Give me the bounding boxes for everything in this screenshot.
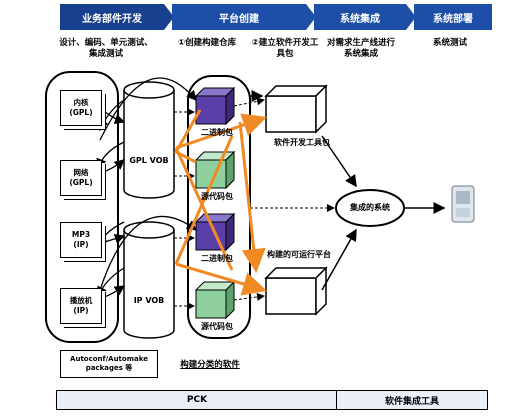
phase-desc-platform-left: ①创建构建仓库 (177, 38, 237, 48)
component-kernel-tag: (GPL) (69, 108, 93, 117)
phase-banner-dev: 业务部件开发 (60, 4, 174, 30)
package-cube-3 (194, 212, 236, 252)
component-network-name: 网络 (73, 168, 89, 177)
phase-banner-platform: 平台创建 (172, 4, 316, 30)
sdk-label: 软件开发工具包 (274, 138, 330, 147)
component-group-frame (45, 71, 119, 343)
ip-vob-cylinder (123, 221, 175, 339)
package-label-3: 二进制包 (201, 254, 233, 263)
phase-desc-dev: 设计、编码、单元测试、集成测试 (59, 38, 153, 59)
gpl-vob-label: GPL VOB (129, 156, 169, 165)
phase-desc-deploy: 系统测试 (432, 38, 467, 48)
legend-box-text: Autoconf/Automake packages 等 (70, 355, 148, 372)
component-player-tag: (IP) (73, 306, 89, 315)
phase-desc-integration: 对需求生产线进行系统集成 (326, 38, 395, 59)
phase-banner-platform-label: 平台创建 (219, 13, 259, 25)
component-network: 网络 (GPL) (60, 160, 102, 196)
platform-box (264, 266, 328, 316)
gpl-vob-cylinder (123, 81, 175, 199)
component-kernel: 内核 (GPL) (60, 90, 102, 126)
legend-box: Autoconf/Automake packages 等 (60, 350, 158, 378)
phase-banner-deploy: 系统部署 (414, 4, 492, 30)
component-mp3-name: MP3 (71, 230, 91, 239)
legend-caption: 构建分类的软件 (180, 360, 240, 370)
sdk-box (264, 84, 328, 134)
footer-integration-tools-label: 软件集成工具 (384, 396, 439, 407)
phase-banner-integration: 系统集成 (314, 4, 416, 30)
footer-pck: PCK (56, 390, 338, 410)
component-player: 播放机 (IP) (60, 288, 102, 324)
package-cube-2 (194, 150, 236, 190)
device-icon (451, 185, 475, 223)
component-kernel-name: 内核 (73, 98, 89, 107)
component-player-name: 播放机 (69, 296, 93, 305)
integrated-system-label: 集成的系统 (350, 203, 390, 212)
phase-desc-platform-right: ②建立软件开发工具包 (251, 38, 319, 59)
component-network-tag: (GPL) (69, 178, 93, 187)
platform-label: 构建的可运行平台 (267, 250, 331, 259)
footer-integration-tools: 软件集成工具 (336, 390, 488, 410)
package-cube-1 (194, 86, 236, 126)
package-label-4: 源代码包 (201, 322, 233, 331)
component-mp3-tag: (IP) (73, 240, 89, 249)
phase-banner-integration-label: 系统集成 (340, 13, 380, 25)
phase-banner-deploy-label: 系统部署 (433, 13, 473, 25)
package-label-1: 二进制包 (201, 128, 233, 137)
footer-pck-label: PCK (186, 395, 208, 405)
phase-banner-dev-label: 业务部件开发 (82, 13, 142, 25)
package-cube-4 (194, 280, 236, 320)
ip-vob-label: IP VOB (133, 296, 165, 305)
component-mp3: MP3 (IP) (60, 222, 102, 258)
package-label-2: 源代码包 (201, 192, 233, 201)
